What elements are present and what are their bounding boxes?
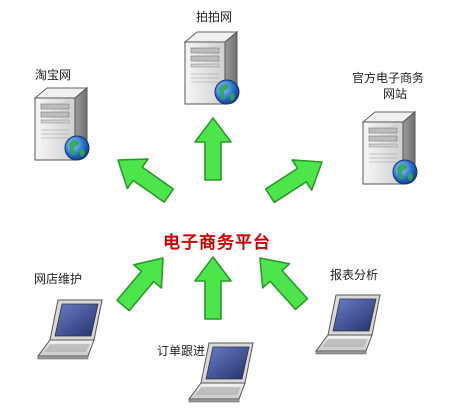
laptop-icon-report [315, 294, 381, 355]
platform-title: 电子商务平台 [163, 233, 271, 253]
server-icon-taobao [34, 87, 90, 161]
label-taobao: 淘宝网 [35, 68, 72, 82]
label-maintain: 网店维护 [34, 272, 83, 286]
server-icon-paipai [184, 31, 240, 105]
server-icon-official [362, 111, 418, 185]
arrow-from-report [245, 245, 316, 317]
arrow-from-maintain [108, 245, 178, 318]
laptop-icon-maintain [37, 299, 103, 360]
label-official-line2: 网站 [383, 87, 408, 101]
label-report: 报表分析 [330, 268, 379, 282]
arrow-to-paipai [194, 117, 232, 181]
arrow-to-taobao [106, 144, 180, 212]
label-paipai: 拍拍网 [196, 10, 233, 24]
label-official-line1: 官方电子商务 [352, 71, 425, 85]
arrow-to-official [259, 146, 333, 212]
arrow-from-order [194, 256, 232, 320]
label-order: 订单跟进 [157, 344, 206, 358]
